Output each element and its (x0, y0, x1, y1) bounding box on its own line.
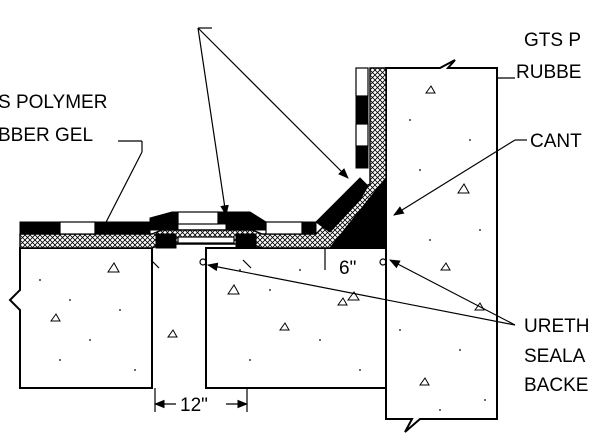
dimension-12: 12" (180, 395, 208, 416)
protection-board (19, 67, 369, 235)
concrete-wall (385, 59, 498, 433)
aggregate-texture (50, 85, 485, 386)
dimension-6: 6" (339, 258, 356, 279)
leaders (100, 27, 527, 326)
aggregate-dots (39, 119, 486, 411)
joint-backer (177, 236, 235, 244)
label-urethane-2: SEALA (524, 346, 586, 367)
label-gts-left-2: BBER GEL (0, 125, 93, 146)
label-gts-left-1: S POLYMER (0, 92, 107, 113)
concrete-slab-left (8, 247, 153, 389)
label-gts-right-2: RUBBE (516, 62, 581, 83)
label-gts-right-1: GTS P (524, 30, 581, 51)
label-cant: CANT (530, 131, 582, 152)
concrete-slab-right (205, 247, 387, 389)
label-urethane-1: URETH (524, 316, 589, 337)
label-urethane-3: BACKE (524, 375, 588, 396)
dimensions (150, 248, 326, 412)
